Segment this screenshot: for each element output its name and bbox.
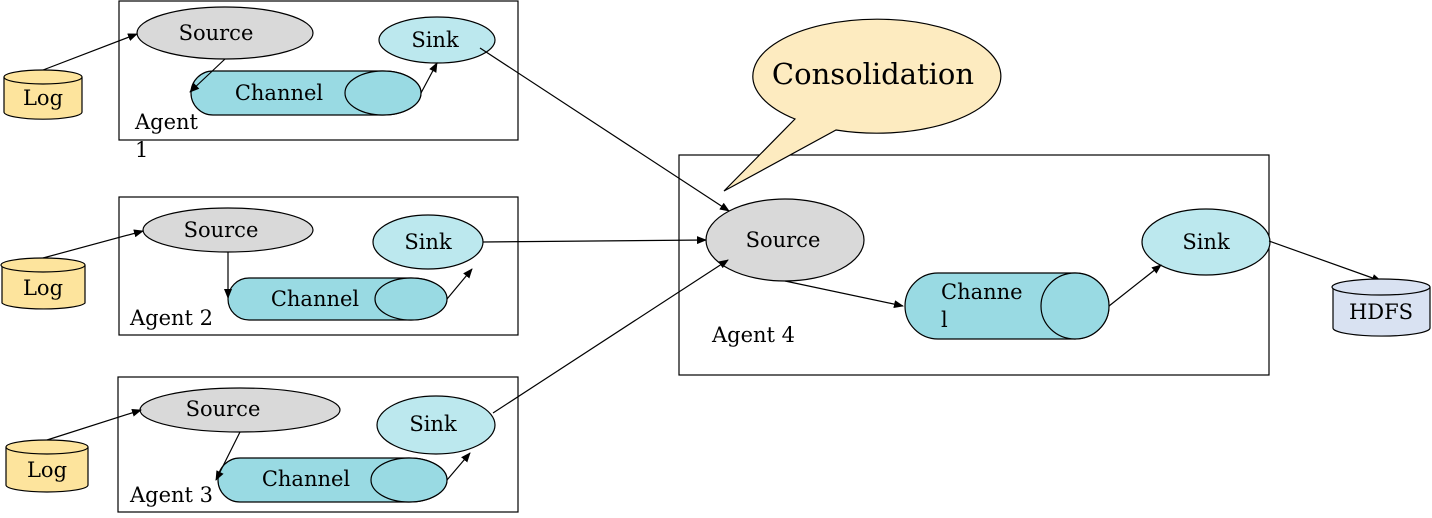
log-1-label: Log	[23, 86, 63, 110]
log-2: Log	[0, 257, 86, 310]
agent-1-channel-label: Channel	[235, 81, 324, 105]
agent-4-sink-to-hdfs	[1268, 240, 1382, 282]
agent-2-channel-label: Channel	[271, 287, 360, 311]
agent-2-label: Agent 2	[129, 306, 213, 330]
hdfs-storage: HDFS	[1331, 278, 1431, 337]
log-1-to-source	[42, 33, 138, 71]
agent-2-sink-to-agent-4-source	[482, 236, 707, 245]
agent-3-source-to-channel	[215, 431, 241, 481]
agent-3-sink-to-agent-4-source	[492, 259, 729, 414]
agent-1-channel	[190, 70, 422, 116]
agent-4-label: Agent 4	[711, 323, 795, 347]
agent-2: Agent 2 Source Sink Channel	[118, 196, 519, 336]
agent-1-sink-label: Sink	[411, 28, 459, 52]
consolidation-callout-text: Consolidation	[772, 57, 974, 91]
agent-2-channel-to-sink	[446, 268, 473, 300]
agent-3-source-label: Source	[186, 397, 261, 421]
agent-2-source-label: Source	[184, 218, 259, 242]
agent-1-label: Agent	[134, 110, 199, 134]
agent-4-channel-label: Channe	[941, 280, 1023, 304]
agent-3-sink-label: Sink	[409, 412, 457, 436]
agent-4-sink	[1141, 208, 1271, 276]
agent-1-label-line2: 1	[135, 138, 148, 162]
agent-4-channel-label-line2: l	[941, 308, 948, 332]
log-2-to-source	[42, 229, 144, 259]
consolidation-callout: Consolidation	[723, 18, 1002, 192]
hdfs-label: HDFS	[1349, 300, 1413, 324]
agent-2-channel	[227, 277, 448, 321]
agent-1-source-label: Source	[179, 21, 254, 45]
log-2-label: Log	[23, 276, 63, 300]
agent-1-channel-to-sink	[420, 62, 438, 94]
agent-2-sink-label: Sink	[404, 230, 452, 254]
agent-1-sink-to-agent-4-source	[479, 47, 730, 212]
agent-3: Agent 3 Source Sink Channel	[117, 376, 519, 513]
log-3-to-source	[46, 408, 142, 441]
agent-3-channel	[217, 457, 448, 503]
log-3: Log	[5, 439, 89, 493]
agent-4-channel	[904, 272, 1110, 340]
agent-4: Agent 4 Source Sink Channe l	[678, 154, 1271, 376]
agent-4-channel-to-sink	[1108, 264, 1162, 307]
log-1: Log	[3, 69, 83, 120]
agent-4-sink-label: Sink	[1182, 230, 1230, 254]
agent-1: Agent 1 Source Sink Channel	[118, 0, 519, 162]
agent-4-source-label: Source	[746, 228, 821, 252]
agent-1-source-to-channel	[189, 58, 226, 93]
log-3-label: Log	[27, 458, 67, 482]
agent-3-channel-to-sink	[446, 452, 471, 481]
agent-3-sink	[376, 395, 496, 455]
agent-3-label: Agent 3	[129, 483, 213, 507]
agent-4-source-to-channel	[784, 280, 904, 309]
agent-3-channel-label: Channel	[262, 467, 351, 491]
